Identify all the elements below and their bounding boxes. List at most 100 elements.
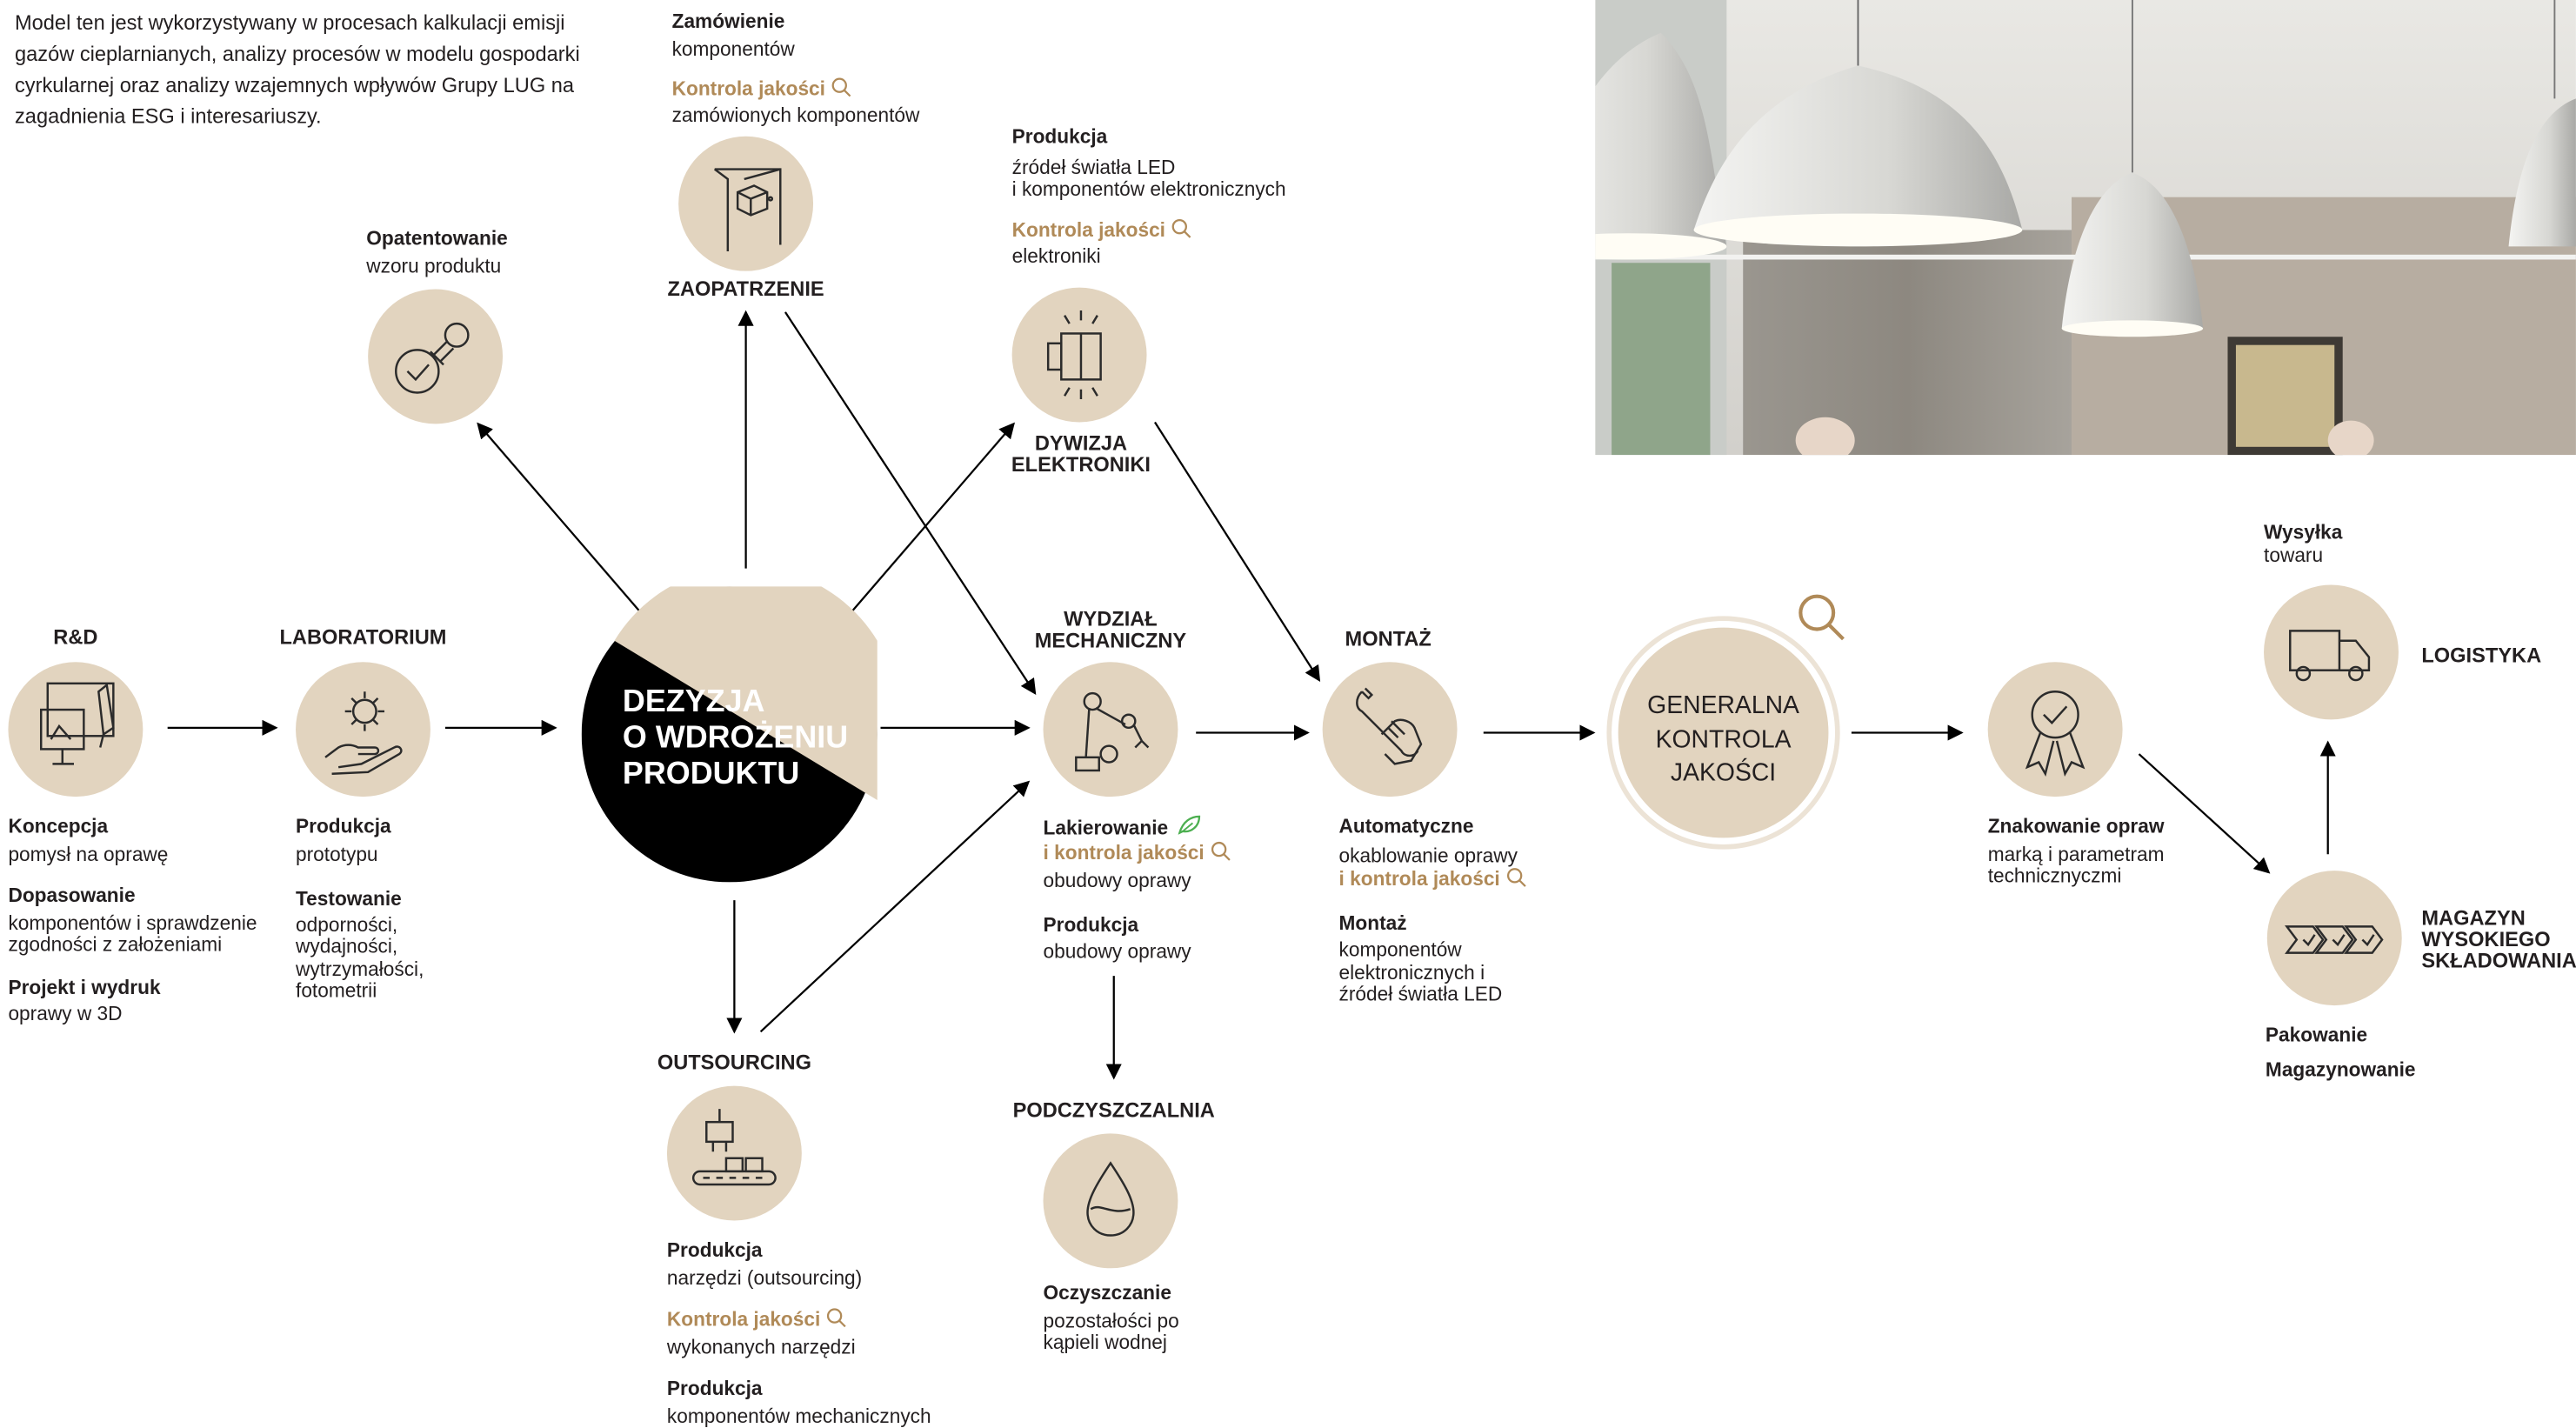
- factory-robot-icon: [691, 1109, 777, 1186]
- mechanical-title-2: MECHANICZNY: [1034, 628, 1187, 651]
- supply-title: ZAOPATRZENIE: [667, 277, 824, 301]
- patent-node: [368, 289, 504, 424]
- outsourcing-mech-text: komponentów mechanicznych: [666, 1404, 931, 1427]
- intro-text: Model ten jest wykorzystywany w procesac…: [15, 11, 580, 129]
- electronics-prod-title: Produkcja: [1011, 124, 1108, 149]
- electronics-qc-text: elektroniki: [1011, 244, 1101, 268]
- mechanical-title: WYDZIAŁ MECHANICZNY: [1012, 610, 1210, 651]
- lab-step-2-text-4: fotometrii: [296, 978, 377, 1003]
- supply-qc-text: zamówionych komponentów: [671, 103, 920, 126]
- outsourcing-title: OUTSOURCING: [657, 1051, 811, 1075]
- assembly-mount-text-1: komponentów: [1338, 938, 1462, 962]
- logistics-labels: Wysyłka towaru: [2264, 522, 2342, 567]
- warehouse-store: Magazynowanie: [2265, 1058, 2416, 1081]
- assembly-auto-qc: i kontrola jakości: [1338, 867, 1500, 891]
- decision-title: DEZYZJA O WDROŻENIU PRODUKTU: [623, 685, 848, 794]
- mechanical-prod-title: Produkcja: [1043, 912, 1139, 936]
- assembly-auto-text: okablowanie oprawy: [1338, 844, 1518, 867]
- supply-order-text: komponentów: [671, 37, 795, 60]
- patent-text: wzoru produktu: [366, 253, 502, 277]
- quality-title-3: JAKOŚCI: [1670, 758, 1777, 787]
- delivery-truck-icon: [2289, 630, 2371, 682]
- lab-step-2-text-3: wytrzymałości,: [296, 957, 424, 980]
- assembly-node: [1322, 662, 1458, 797]
- logistics-node: [2264, 584, 2399, 720]
- leaf-icon: [1178, 815, 1201, 835]
- electronics-prod-text-1: źródeł światła LED: [1011, 155, 1176, 178]
- mechanical-paint-title: Lakierowanie: [1043, 816, 1169, 840]
- cleaning-labels: Oczyszczanie pozostałości po kąpieli wod…: [1043, 1282, 1179, 1354]
- outsourcing-labels: Produkcja narzędzi (outsourcing) Kontrol…: [666, 1238, 931, 1427]
- marking-text-1: marką i parametram: [1987, 842, 2165, 865]
- electronics-title-2: ELEKTRONIKI: [1011, 452, 1151, 476]
- rd-step-1-text: pomysł na oprawę: [8, 842, 169, 865]
- decision-line-1: DEZYZJA: [622, 684, 765, 720]
- warehouse-node: [2266, 871, 2402, 1006]
- electronics-title-1: DYWIZJA: [1034, 431, 1128, 456]
- assembly-auto-title: Automatyczne: [1338, 814, 1474, 838]
- magnifier-icon: [827, 1308, 847, 1328]
- mechanical-paint-text: obudowy oprawy: [1043, 869, 1191, 892]
- lab-step-2-title: Testowanie: [296, 887, 402, 911]
- assembly-title: MONTAŻ: [1345, 627, 1431, 651]
- marking-text-2: technicznyczmi: [1987, 864, 2122, 888]
- supply-order-title: Zamówienie: [671, 10, 785, 33]
- lab-node: [296, 662, 430, 797]
- magnifier-icon: [1507, 868, 1526, 887]
- award-icon: [2025, 691, 2085, 777]
- rd-step-2-title: Dopasowanie: [8, 884, 136, 907]
- wrench-hand-icon: [1356, 687, 1423, 765]
- quality-node: [1618, 627, 1829, 838]
- outsourcing-qc-text: wykonanych narzędzi: [666, 1334, 856, 1358]
- magnifier-icon: [832, 77, 852, 97]
- lab-step-1-text: prototypu: [296, 842, 378, 865]
- outsourcing-tools-text: narzędzi (outsourcing): [666, 1265, 863, 1289]
- magnifier-icon: [1172, 218, 1192, 237]
- cleaning-node: [1043, 1133, 1178, 1269]
- assembly-labels: Automatyczne okablowanie oprawy i kontro…: [1338, 814, 1526, 1006]
- rd-step-3-text: oprawy w 3D: [8, 1002, 123, 1025]
- mechanical-labels: Lakierowanie i kontrola jakości obudowy …: [1044, 815, 1231, 964]
- magnifier-icon: [1799, 594, 1845, 641]
- marking-title: Znakowanie opraw: [1987, 814, 2165, 838]
- decision-circle: [581, 566, 900, 883]
- outsourcing-tools-title: Produkcja: [666, 1238, 763, 1262]
- cleaning-title: PODCZYSZCZALNIA: [1012, 1098, 1215, 1123]
- marking-node: [1987, 662, 2123, 797]
- gear-hand-icon: [324, 691, 403, 775]
- warehouse-pack: Pakowanie: [2265, 1023, 2368, 1047]
- rd-step-3-title: Projekt i wydruk: [8, 975, 161, 998]
- quality-ring: [1606, 616, 1840, 850]
- logistics-ship-text: towaru: [2264, 543, 2324, 566]
- rd-step-2-text-1: komponentów i sprawdzenie: [8, 911, 257, 934]
- quality-title-1: GENERALNA: [1647, 691, 1799, 720]
- lamps-photo: [1595, 0, 2576, 456]
- lab-step-1-title: Produkcja: [296, 814, 391, 838]
- outsourcing-node: [666, 1085, 802, 1221]
- cleaning-text-2: kąpieli wodnej: [1043, 1331, 1167, 1354]
- stamp-icon: [395, 322, 470, 394]
- quality-title: GENERALNA KONTROLA JAKOŚCI: [1618, 690, 1829, 791]
- mechanical-node: [1043, 662, 1178, 797]
- warehouse-title-3: SKŁADOWANIA: [2421, 949, 2576, 973]
- light-module-icon: [1046, 310, 1102, 400]
- drawing-tools-icon: [39, 682, 115, 765]
- decision-line-3: PRODUKTU: [622, 757, 800, 792]
- outsourcing-mech-title: Produkcja: [666, 1376, 763, 1400]
- door-box-icon: [713, 168, 782, 252]
- water-drop-icon: [1086, 1161, 1135, 1237]
- outsourcing-qc-label: Kontrola jakości: [666, 1307, 821, 1331]
- mechanical-paint-qc: i kontrola jakości: [1043, 840, 1205, 864]
- marking-labels: Znakowanie opraw marką i parametram tech…: [1987, 814, 2165, 888]
- warehouse-title-1: MAGAZYN: [2421, 906, 2526, 931]
- lab-title: LABORATORIUM: [279, 625, 447, 650]
- assembly-mount-title: Montaż: [1338, 911, 1407, 934]
- patent-title: Opatentowanie: [366, 226, 508, 250]
- rd-node: [8, 662, 143, 797]
- electronics-prod-text-2: i komponentów elektronicznych: [1011, 177, 1286, 201]
- rd-steps: Koncepcja pomysł na oprawę Dopasowanie k…: [8, 816, 257, 1026]
- assembly-mount-text-2: elektronicznych i: [1338, 960, 1485, 984]
- conveyor-arrows-icon: [2285, 925, 2384, 954]
- electronics-qc-label: Kontrola jakości: [1011, 217, 1165, 241]
